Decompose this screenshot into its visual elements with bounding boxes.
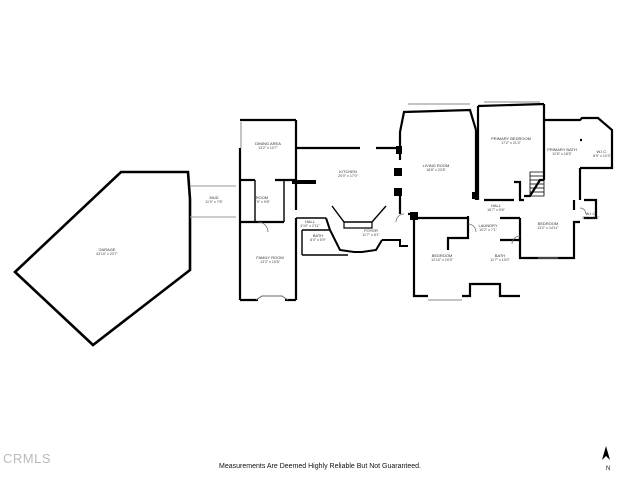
room-label-primary-bath: Primary Bath12'8" x 18'5" bbox=[547, 147, 577, 156]
room-label-family-room: Family Room13'2" x 19'8" bbox=[256, 255, 284, 264]
room-label-room: Room8'0" x 9'8" bbox=[254, 195, 270, 204]
family-bay-window bbox=[255, 295, 289, 301]
room-label-dining-area: Dining Area13'2" x 10'7" bbox=[255, 141, 281, 150]
room-label-kitchen: Kitchen20'0" x 17'0" bbox=[338, 169, 358, 178]
room-label-bedroom-right: Bedroom13'2" x 14'11" bbox=[537, 221, 559, 230]
door-swings bbox=[257, 207, 587, 245]
room-label-living-room: Living Room18'8" x 23'8" bbox=[422, 163, 450, 172]
room-label-primary-bedroom: Primary Bedroom17'2" x 21'4" bbox=[491, 136, 531, 145]
room-label-hall-right: Hall16'7" x 5'6" bbox=[487, 203, 505, 212]
east-wing-walls bbox=[412, 198, 598, 298]
primary-wing-walls bbox=[476, 102, 614, 202]
room-label-garage: Garage43'10" x 23'7" bbox=[96, 247, 118, 256]
north-label: N bbox=[606, 466, 611, 472]
living-room-walls bbox=[398, 108, 478, 216]
crmls-watermark: CRMLS bbox=[3, 451, 52, 466]
garage-outline bbox=[13, 170, 192, 347]
room-label-bath-right: Bath11'7" x 10'0" bbox=[490, 253, 510, 262]
north-arrow-icon bbox=[602, 446, 610, 460]
room-label-hall-left: Hall4'10" x 2'11" bbox=[300, 219, 320, 228]
room-label-bath-left: Bath8'4" x 5'9" bbox=[310, 233, 326, 242]
room-label-foyer: Foyer11'7" x 8'1" bbox=[362, 228, 380, 237]
kitchen-island bbox=[331, 205, 387, 223]
room-label-mud: Mud11'0" x 7'8" bbox=[205, 195, 223, 204]
measurement-disclaimer: Measurements Are Deemed Highly Reliable … bbox=[219, 463, 421, 470]
stair bbox=[529, 171, 545, 197]
window-marks bbox=[240, 101, 558, 301]
room-label-bedroom-center: Bedroom12'10" x 19'3" bbox=[431, 253, 453, 262]
structural-posts bbox=[292, 146, 479, 220]
room-label-wic-top: W.I.C.8'9" x 10'3" bbox=[593, 149, 611, 158]
foyer-walls bbox=[325, 217, 408, 253]
west-wing-walls bbox=[238, 118, 400, 302]
room-label-laundry: Laundry10'2" x 7'1" bbox=[478, 223, 498, 232]
mud-walls bbox=[190, 185, 236, 218]
room-label-wic-small: W.I.C.5'9" x 4'11" bbox=[582, 211, 600, 220]
